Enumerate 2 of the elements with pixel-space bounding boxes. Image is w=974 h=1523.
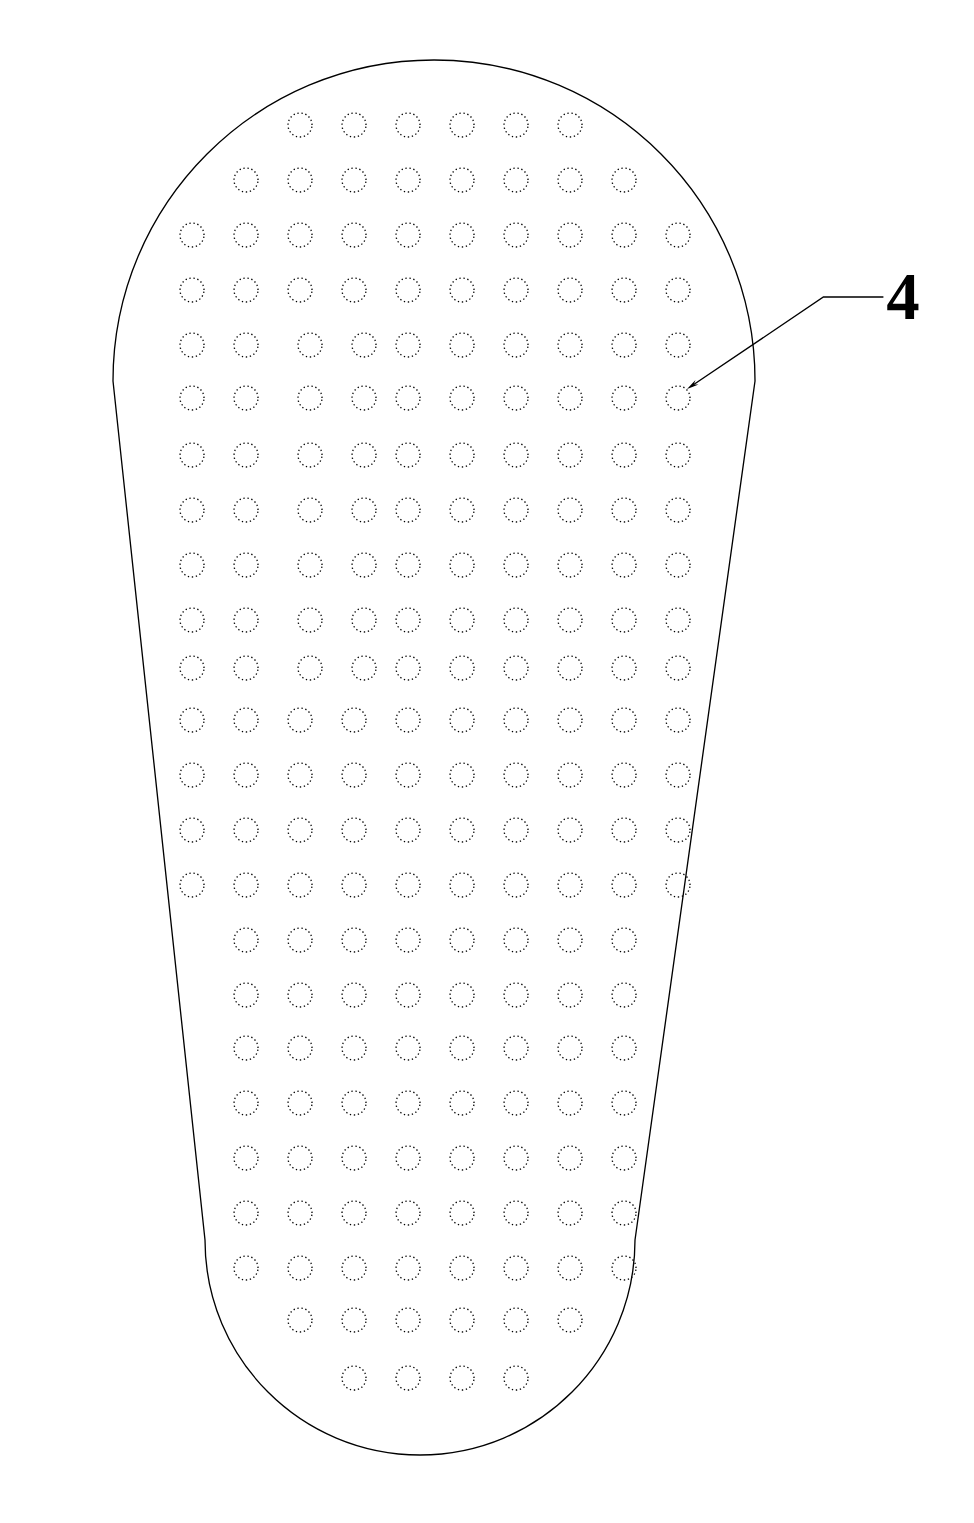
perforation-hole — [665, 385, 691, 411]
callout-number: 4 — [887, 275, 919, 319]
